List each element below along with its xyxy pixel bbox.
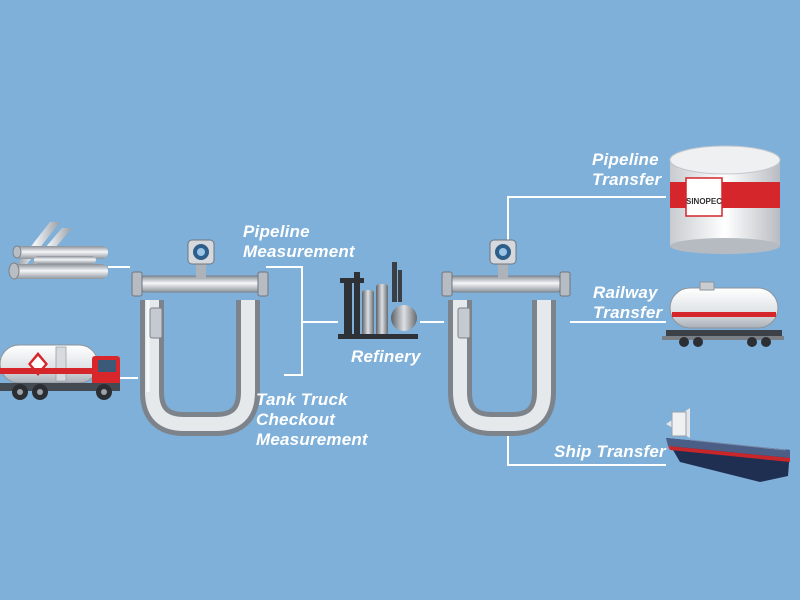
label-tank-truck-checkout: Tank Truck Checkout Measurement bbox=[256, 390, 368, 449]
label-pipeline-transfer: Pipeline Transfer bbox=[592, 150, 662, 189]
connector-lines bbox=[108, 196, 666, 466]
label-refinery: Refinery bbox=[351, 347, 421, 366]
storage-tank-icon: SINOPEC bbox=[669, 145, 781, 254]
label-ship-transfer: Ship Transfer bbox=[554, 442, 666, 461]
coriolis-flow-meter-icon-1 bbox=[131, 239, 269, 436]
refinery-icon bbox=[338, 262, 418, 339]
coriolis-flow-meter-icon-2 bbox=[441, 239, 571, 436]
tank-truck-icon bbox=[0, 344, 120, 400]
tanker-ship-icon bbox=[666, 408, 790, 482]
connector-pipeline-transfer bbox=[507, 196, 666, 243]
label-railway-transfer: Railway Transfer bbox=[593, 283, 663, 322]
connector-meter-to-label bbox=[266, 266, 303, 376]
label-pipeline-measurement: Pipeline Measurement bbox=[243, 222, 355, 261]
pipes-icon bbox=[8, 222, 108, 280]
tank-brand-logo: SINOPEC bbox=[686, 197, 722, 206]
rail-tank-car-icon bbox=[662, 281, 784, 347]
